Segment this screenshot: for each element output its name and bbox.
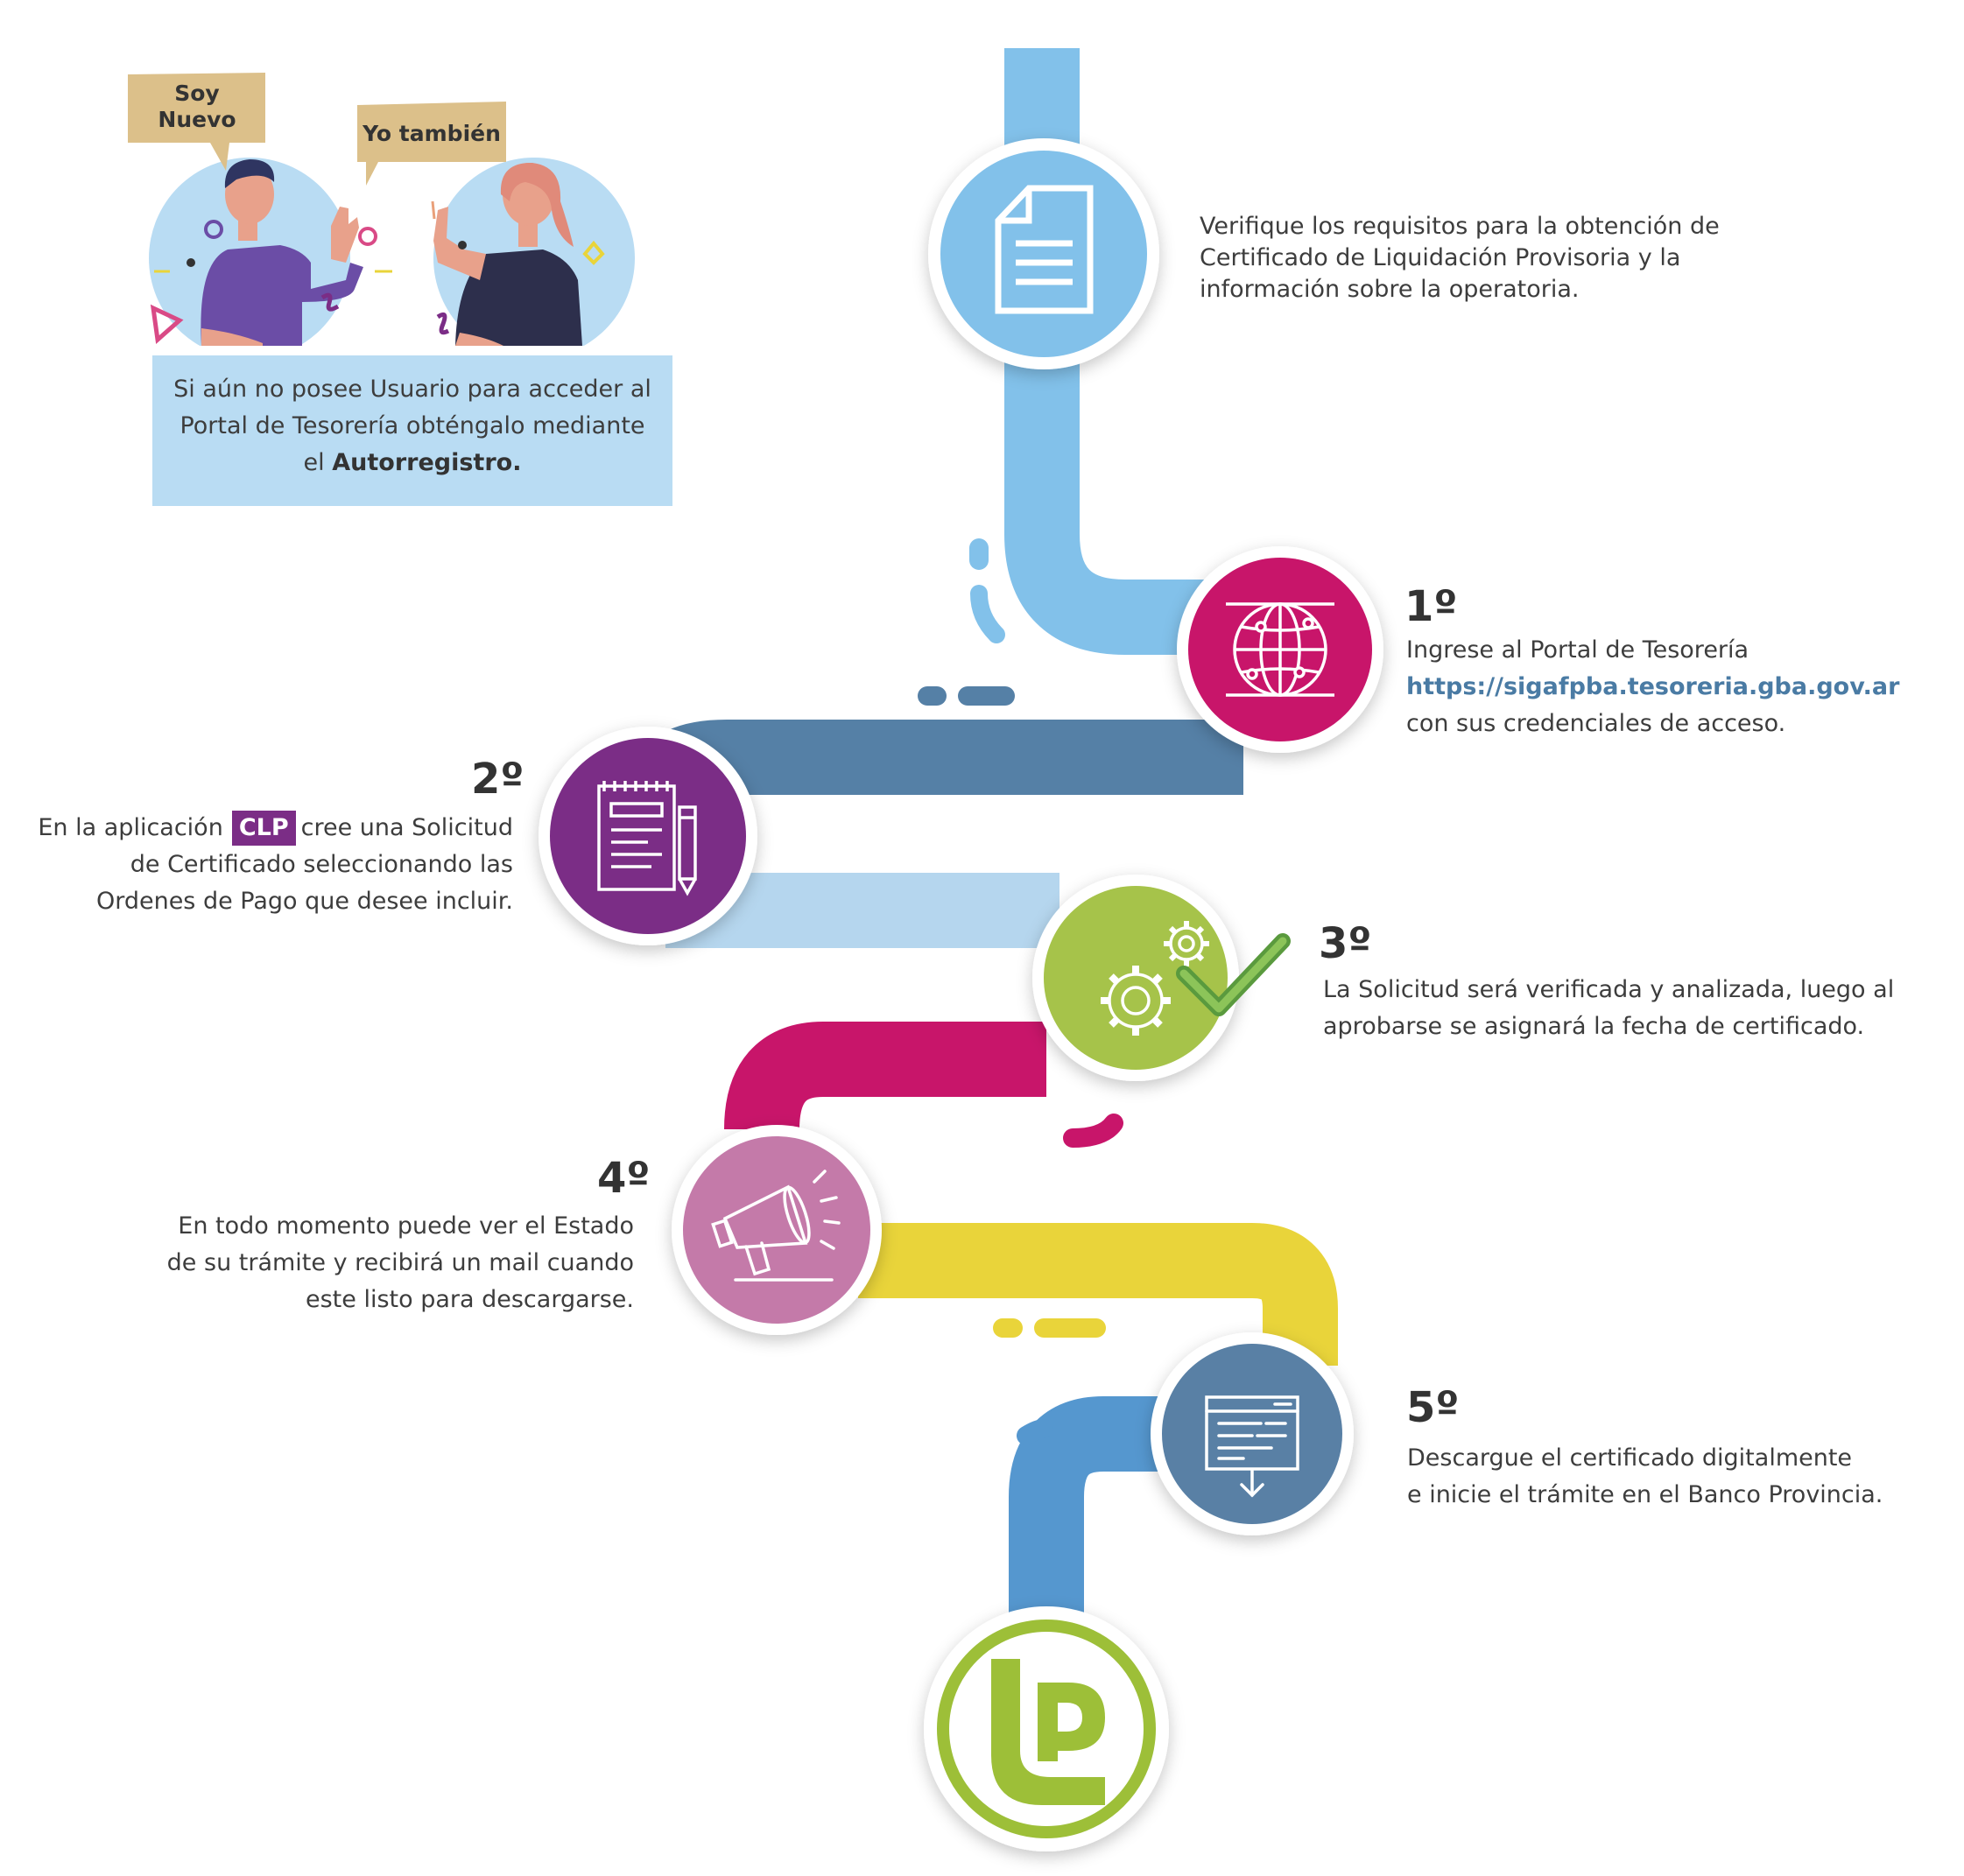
step-2-line-2: de Certificado seleccionando las (130, 851, 513, 878)
gears-check-icon (1101, 921, 1209, 1036)
step-3-node (1032, 875, 1291, 1081)
step-4-number: 4º (597, 1154, 651, 1203)
step-4-line-1: En todo momento puede ver el Estado (178, 1212, 634, 1240)
clp-badge: CLP (231, 811, 296, 846)
document-icon (995, 185, 1094, 314)
step-1-line-1: Ingrese al Portal de Tesorería (1406, 636, 1749, 664)
step-5-line-1: Descargue el certificado digitalmente (1407, 1444, 1853, 1472)
step-2-line-3: Ordenes de Pago que desee incluir. (95, 888, 513, 915)
speech-bubble-left-text: Soy Nuevo (144, 81, 250, 133)
step-2-node (539, 727, 757, 945)
step-3-text: La Solicitud será verificada y analizada… (1323, 972, 1894, 1045)
provincia-logo (924, 1606, 1169, 1851)
step-5-line-2: e inicie el trámite en el Banco Provinci… (1407, 1481, 1883, 1508)
step-4-line-2: de su trámite y recibirá un mail cuando (166, 1249, 634, 1276)
step-3-line-2: aprobarse se asignará la fecha de certif… (1323, 1013, 1865, 1040)
step-3-number: 3º (1319, 919, 1372, 968)
speech-bubble-left (128, 73, 265, 171)
globe-icon (1226, 602, 1334, 697)
step-4-text: En todo momento puede ver el Estado de s… (105, 1208, 634, 1318)
woman-figure (375, 162, 605, 346)
step-2-prefix: En la aplicación (38, 814, 223, 841)
info-box-line-2: Portal de Tesorería obténgalo mediante (180, 412, 645, 439)
speech-bubble-right (357, 102, 506, 186)
man-figure (150, 159, 377, 346)
autorregistro-link[interactable]: Autorregistro. (332, 449, 522, 476)
path-segment-4 (858, 1223, 1338, 1366)
info-box-line-3-prefix: el (303, 449, 333, 476)
top-step-line-3: información sobre la operatoria. (1200, 276, 1580, 303)
step-1-node (1177, 546, 1383, 753)
top-step-node (928, 138, 1159, 369)
download-window-icon (1205, 1395, 1299, 1498)
step-5-number: 5º (1406, 1383, 1460, 1432)
info-box-line-1: Si aún no posee Usuario para acceder al (173, 376, 651, 403)
step-5-node (1151, 1332, 1354, 1535)
step-2-suffix: cree una Solicitud (300, 814, 513, 841)
path-segment-5 (1009, 1396, 1191, 1624)
step-4-line-3: este listo para descargarse. (305, 1286, 634, 1313)
top-step-line-2: Certificado de Liquidación Provisoria y … (1200, 244, 1681, 271)
bubble-left-line-1: Soy (174, 81, 220, 106)
top-step-text: Verifique los requisitos para la obtenci… (1200, 208, 1720, 308)
step-3-line-1: La Solicitud será verificada y analizada… (1323, 976, 1895, 1003)
speech-bubble-right-text: Yo también (363, 121, 501, 146)
path-segment-top (1004, 48, 1235, 655)
people-illustration (128, 73, 674, 359)
step-5-text: Descargue el certificado digitalmente e … (1407, 1440, 1883, 1514)
step-2-number: 2º (471, 755, 524, 804)
autorregistro-info-box: Si aún no posee Usuario para acceder al … (152, 355, 672, 506)
step-1-link[interactable]: https://sigafpba.tesoreria.gba.gov.ar (1406, 673, 1900, 700)
notepad-pencil-icon (597, 781, 697, 896)
megaphone-icon (711, 1170, 841, 1282)
top-step-line-1: Verifique los requisitos para la obtenci… (1200, 213, 1720, 240)
step-4-node (672, 1125, 882, 1335)
info-box-line-3: el Autorregistro. (152, 445, 672, 481)
bubble-left-line-2: Nuevo (158, 107, 236, 132)
step-1-text: Ingrese al Portal de Tesorería https://s… (1406, 632, 1899, 742)
path-segment-1 (628, 720, 1243, 801)
step-1-number: 1º (1404, 582, 1458, 631)
path-segment-3 (724, 1022, 1046, 1131)
step-1-line-3: con sus credenciales de acceso. (1406, 710, 1786, 737)
